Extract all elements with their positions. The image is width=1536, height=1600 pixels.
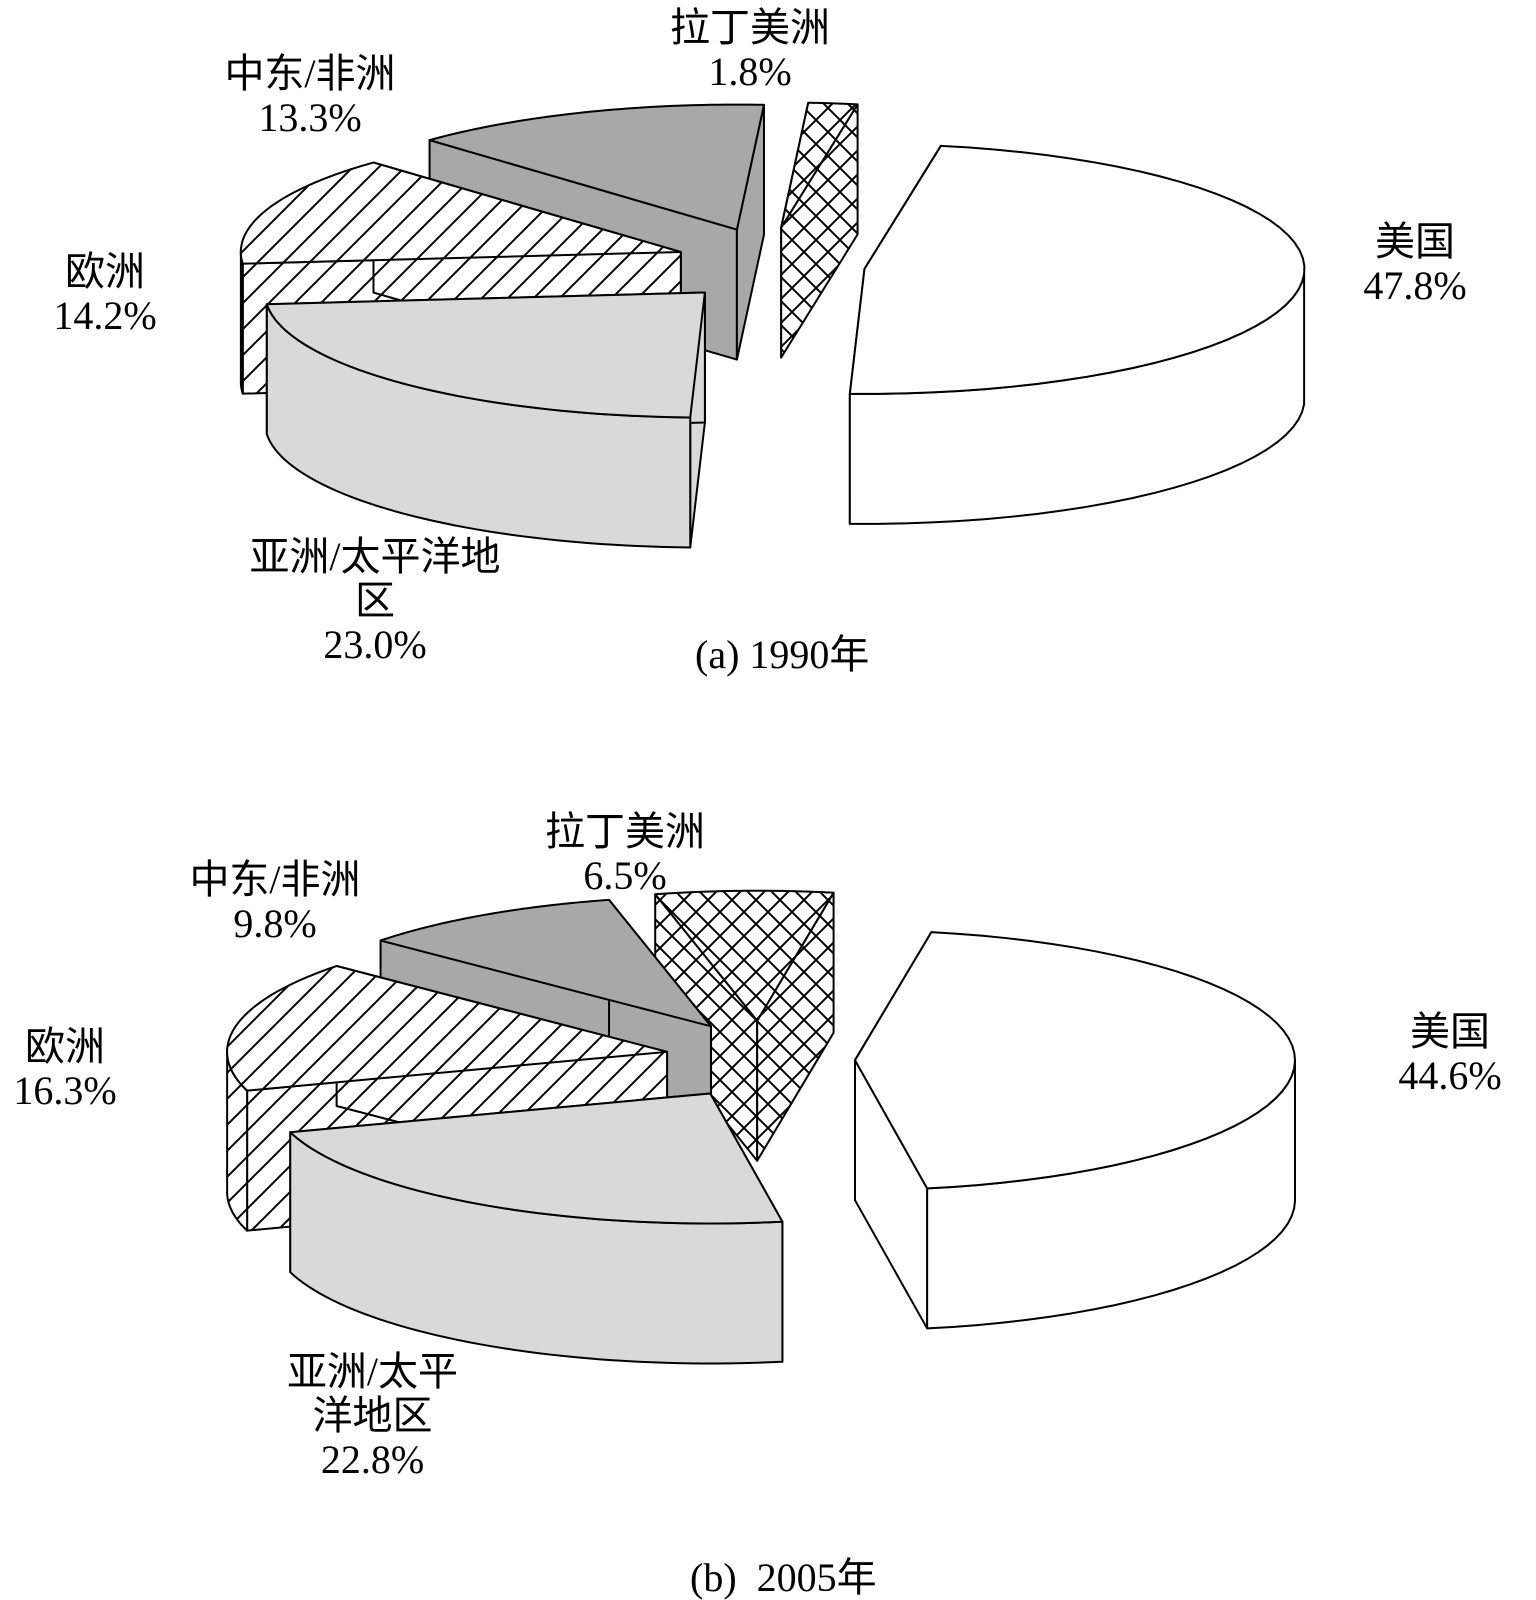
slice-name: 欧洲: [25, 1024, 105, 1069]
label-middle-east-africa-2005: 中东/非洲 9.8%: [155, 858, 395, 946]
slice-top-face: [265, 291, 706, 419]
slice-outer-wall: [239, 248, 244, 395]
label-asia-pacific-1990: 亚洲/太平洋地区 23.0%: [245, 535, 505, 667]
slice-percent: 23.0%: [323, 622, 427, 667]
slice-name: 中东/非洲: [189, 857, 361, 902]
slice-percent: 14.2%: [53, 293, 157, 338]
slice-name: 拉丁美洲: [545, 809, 705, 854]
slice-name: 美国: [1410, 1009, 1490, 1054]
label-latin-america-2005: 拉丁美洲 6.5%: [515, 810, 735, 898]
slice-name: 亚洲/太平洋地区: [286, 1349, 459, 1438]
slice-name: 中东/非洲: [224, 51, 396, 96]
slice-usa: [848, 144, 1306, 525]
slice-top-face: [428, 103, 765, 231]
slice-name: 美国: [1375, 219, 1455, 264]
slice-percent: 44.6%: [1398, 1053, 1502, 1098]
label-asia-pacific-2005: 亚洲/太平洋地区 22.8%: [270, 1350, 475, 1482]
label-europe-2005: 欧洲 16.3%: [0, 1025, 130, 1113]
caption-2005: (b) 2005年: [690, 1555, 877, 1600]
label-usa-2005: 美国 44.6%: [1375, 1010, 1525, 1098]
slice-percent: 9.8%: [233, 901, 317, 946]
label-usa-1990: 美国 47.8%: [1340, 220, 1490, 308]
slice-percent: 13.3%: [258, 95, 362, 140]
slice-asia-pacific: [265, 291, 706, 549]
slice-percent: 16.3%: [13, 1068, 117, 1113]
slice-top-face: [289, 1092, 784, 1225]
label-europe-1990: 欧洲 14.2%: [30, 250, 180, 338]
slice-percent: 6.5%: [583, 853, 667, 898]
slice-top-face: [226, 965, 669, 1092]
slice-top-face: [853, 931, 1296, 1190]
slice-name: 亚洲/太平洋地区: [249, 534, 501, 623]
caption-1990: (a) 1990年: [695, 632, 870, 677]
slice-percent: 22.8%: [320, 1437, 425, 1482]
slice-usa: [853, 931, 1296, 1330]
slice-latin-america: [780, 101, 859, 359]
slice-top-face: [848, 144, 1306, 395]
pie-2005: [226, 889, 1296, 1365]
pie-1990: [239, 101, 1306, 549]
slice-percent: 47.8%: [1363, 263, 1467, 308]
slice-asia-pacific: [289, 1092, 784, 1365]
slice-top-face: [654, 889, 835, 1022]
slice-top-face: [780, 101, 859, 229]
slice-top-face: [379, 898, 713, 1028]
label-latin-america-1990: 拉丁美洲 1.8%: [640, 6, 860, 94]
slice-top-face: [239, 161, 682, 265]
slice-name: 欧洲: [65, 249, 145, 294]
label-middle-east-africa-1990: 中东/非洲 13.3%: [190, 52, 430, 140]
slice-name: 拉丁美洲: [670, 5, 830, 50]
slice-percent: 1.8%: [708, 49, 792, 94]
